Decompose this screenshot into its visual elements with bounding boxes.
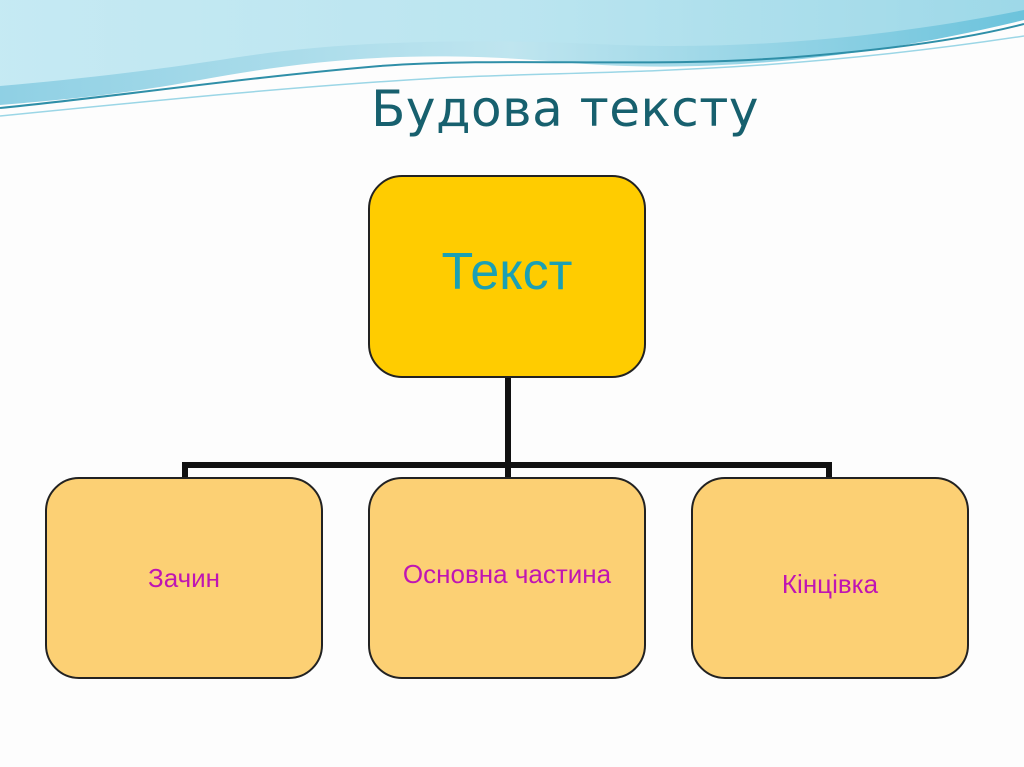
node-zachyn: Зачин xyxy=(45,477,323,679)
node-root-text: Текст xyxy=(368,175,646,378)
node-kintsivka-label: Кінцівка xyxy=(781,568,879,599)
node-kintsivka: Кінцівка xyxy=(691,477,969,679)
header-wave-decoration xyxy=(0,0,1024,117)
node-root-label: Текст xyxy=(441,242,573,301)
node-zachyn-label: Зачин xyxy=(147,562,221,593)
slide-title: Будова тексту xyxy=(371,80,759,138)
node-osnovna-chastyna-label: Основна частина xyxy=(402,558,612,589)
node-osnovna-chastyna: Основна частина xyxy=(368,477,646,679)
